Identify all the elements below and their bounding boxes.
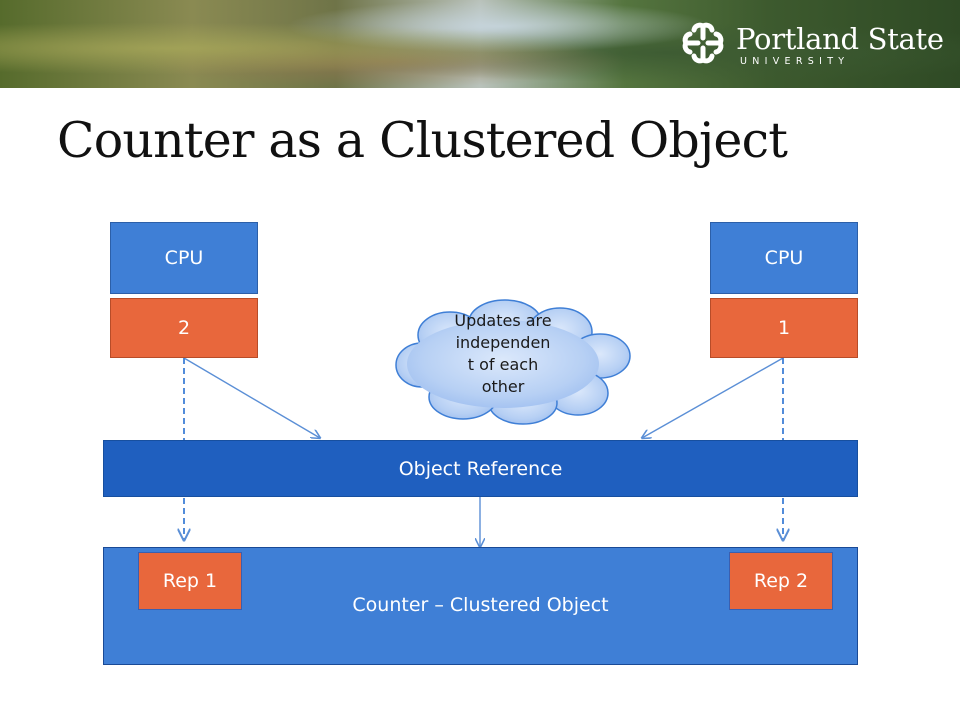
logo-name: Portland State — [736, 22, 944, 56]
cpu-left-counter-value: 2 — [110, 298, 258, 358]
cpu-right-box: CPU — [710, 222, 858, 294]
cpu-right-counter-value: 1 — [710, 298, 858, 358]
cloud-callout — [395, 299, 631, 425]
rep-right-box: Rep 2 — [729, 552, 833, 610]
cloud-line: independen — [455, 333, 551, 352]
cpu-left-box: CPU — [110, 222, 258, 294]
cloud-line: Updates are — [454, 311, 552, 330]
header-banner: Portland State UNIVERSITY — [0, 0, 960, 88]
cloud-text: Updates are independen t of each other — [432, 310, 574, 398]
psu-logo-icon — [682, 22, 724, 64]
arrow-cpu1-to-object-reference — [642, 357, 784, 438]
university-logo: Portland State UNIVERSITY — [680, 20, 944, 68]
arrow-cpu2-to-object-reference — [183, 357, 320, 438]
rep-left-box: Rep 1 — [138, 552, 242, 610]
cloud-line: other — [481, 377, 525, 396]
cloud-line: t of each — [467, 355, 539, 374]
logo-subtitle: UNIVERSITY — [740, 56, 850, 67]
object-reference-bar: Object Reference — [103, 440, 858, 497]
page-title: Counter as a Clustered Object — [57, 112, 788, 169]
